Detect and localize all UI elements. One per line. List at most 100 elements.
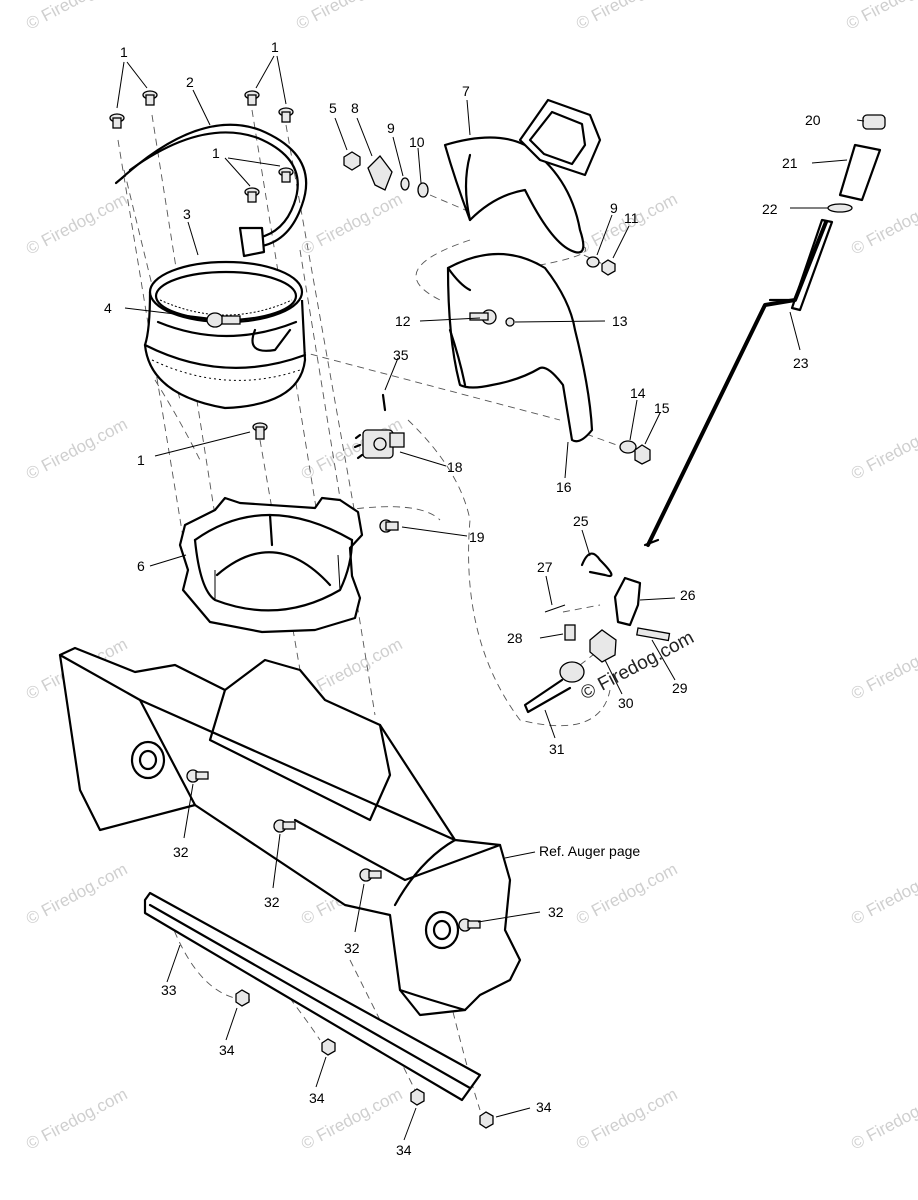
nut-icon bbox=[634, 444, 651, 465]
watermark: © Firedog.com bbox=[843, 0, 918, 34]
bolt-icon bbox=[273, 819, 296, 833]
callout-part-8: 8 bbox=[351, 100, 359, 116]
bolt-icon bbox=[278, 167, 294, 183]
callout-part-3: 3 bbox=[183, 206, 191, 222]
part-7-deflector bbox=[443, 98, 602, 254]
leader-lines bbox=[116, 55, 865, 1141]
callout-part-32: 32 bbox=[344, 940, 360, 956]
callout-part-35: 35 bbox=[393, 347, 409, 363]
watermark: © Firedog.com bbox=[23, 0, 131, 34]
callout-part-1: 1 bbox=[212, 145, 220, 161]
callout-part-12: 12 bbox=[395, 313, 411, 329]
callout-part-26: 26 bbox=[680, 587, 696, 603]
callout-part-21: 21 bbox=[782, 155, 798, 171]
watermark: © Firedog.com bbox=[573, 1084, 681, 1153]
callout-part-32: 32 bbox=[264, 894, 280, 910]
watermark: © Firedog.com bbox=[293, 0, 401, 34]
bolt-icon bbox=[278, 107, 294, 123]
watermark: © Firedog.com bbox=[848, 859, 918, 928]
callout-part-18: 18 bbox=[447, 459, 463, 475]
bolt-icon bbox=[359, 868, 382, 882]
callout-part-20: 20 bbox=[805, 112, 821, 128]
callout-part-10: 10 bbox=[409, 134, 425, 150]
watermark: © Firedog.com bbox=[23, 189, 131, 258]
watermark: © Firedog.com bbox=[573, 0, 681, 34]
callout-part-13: 13 bbox=[612, 313, 628, 329]
watermark: © Firedog.com bbox=[848, 414, 918, 483]
bolt-icon bbox=[458, 918, 481, 932]
callout-part-15: 15 bbox=[654, 400, 670, 416]
part-16-lower-chute bbox=[446, 253, 594, 443]
bolt-icon bbox=[252, 422, 268, 440]
callout-part-27: 27 bbox=[537, 559, 553, 575]
callouts: 1 1 2 1 3 4 1 6 5 8 9 10 7 9 11 12 13 35… bbox=[104, 39, 821, 1158]
callout-part-1: 1 bbox=[137, 452, 145, 468]
part-32-bolts bbox=[186, 769, 481, 932]
nut-icon bbox=[601, 259, 616, 276]
part-3-chute-ring bbox=[143, 260, 307, 410]
callout-part-23: 23 bbox=[793, 355, 809, 371]
callout-part-29: 29 bbox=[672, 680, 688, 696]
callout-part-34: 34 bbox=[536, 1099, 552, 1115]
part-35-pin bbox=[381, 393, 387, 412]
callout-part-1: 1 bbox=[271, 39, 279, 55]
watermark: © Firedog.com bbox=[23, 414, 131, 483]
callout-part-9: 9 bbox=[387, 120, 395, 136]
callout-part-14: 14 bbox=[630, 385, 646, 401]
parts-20-23-crank bbox=[643, 114, 886, 547]
callout-part-9: 9 bbox=[610, 200, 618, 216]
callout-part-25: 25 bbox=[573, 513, 589, 529]
parts-9-11 bbox=[586, 256, 616, 276]
callout-part-34: 34 bbox=[309, 1090, 325, 1106]
callout-part-32: 32 bbox=[548, 904, 564, 920]
assembly-lines bbox=[117, 109, 626, 1111]
bolt-icon bbox=[244, 187, 260, 203]
watermark: © Firedog.com bbox=[573, 859, 681, 928]
callout-part-32: 32 bbox=[173, 844, 189, 860]
callout-part-7: 7 bbox=[462, 83, 470, 99]
part-34-nuts bbox=[235, 989, 494, 1129]
callout-part-22: 22 bbox=[762, 201, 778, 217]
parts-25-31-linkage bbox=[523, 552, 671, 714]
watermark: © Firedog.com bbox=[298, 189, 406, 258]
callout-part-6: 6 bbox=[137, 558, 145, 574]
part-2-mounting-ring bbox=[114, 123, 308, 258]
nut-icon bbox=[410, 1088, 425, 1106]
callout-part-11: 11 bbox=[624, 210, 639, 226]
callout-part-1: 1 bbox=[120, 44, 128, 60]
callout-part-19: 19 bbox=[469, 529, 485, 545]
callout-part-4: 4 bbox=[104, 300, 112, 316]
callout-part-28: 28 bbox=[507, 630, 523, 646]
callout-part-34: 34 bbox=[219, 1042, 235, 1058]
part-33-scraper-bar bbox=[143, 891, 482, 1102]
watermark: © Firedog.com bbox=[23, 1084, 131, 1153]
part-19-bolt bbox=[379, 519, 399, 533]
callout-part-16: 16 bbox=[556, 479, 572, 495]
bolt-icon bbox=[109, 113, 125, 129]
nut-icon bbox=[479, 1111, 494, 1129]
part-18-gear bbox=[353, 429, 405, 460]
bolt-icon bbox=[186, 769, 209, 783]
nut-icon bbox=[235, 989, 250, 1007]
callout-part-30: 30 bbox=[618, 695, 634, 711]
callout-part-33: 33 bbox=[161, 982, 177, 998]
part-6-chute-base bbox=[178, 496, 364, 634]
nut-icon bbox=[321, 1038, 336, 1056]
part-4-bolt bbox=[206, 312, 241, 328]
watermark: © Firedog.com bbox=[848, 1084, 918, 1153]
part-1-bolts bbox=[109, 90, 294, 440]
callout-ref-auger-page: Ref. Auger page bbox=[539, 843, 640, 859]
callout-part-2: 2 bbox=[186, 74, 194, 90]
bolt-icon bbox=[244, 90, 260, 106]
parts-12-13-14-15 bbox=[469, 309, 651, 465]
watermark: © Firedog.com bbox=[23, 859, 131, 928]
callout-part-5: 5 bbox=[329, 100, 337, 116]
callout-part-34: 34 bbox=[396, 1142, 412, 1158]
nut-icon bbox=[343, 151, 361, 171]
callout-part-31: 31 bbox=[549, 741, 565, 757]
watermark: © Firedog.com bbox=[848, 634, 918, 703]
bolt-icon bbox=[142, 90, 158, 106]
parts-5-8-9-10 bbox=[343, 151, 429, 198]
main-housing bbox=[58, 646, 522, 1017]
